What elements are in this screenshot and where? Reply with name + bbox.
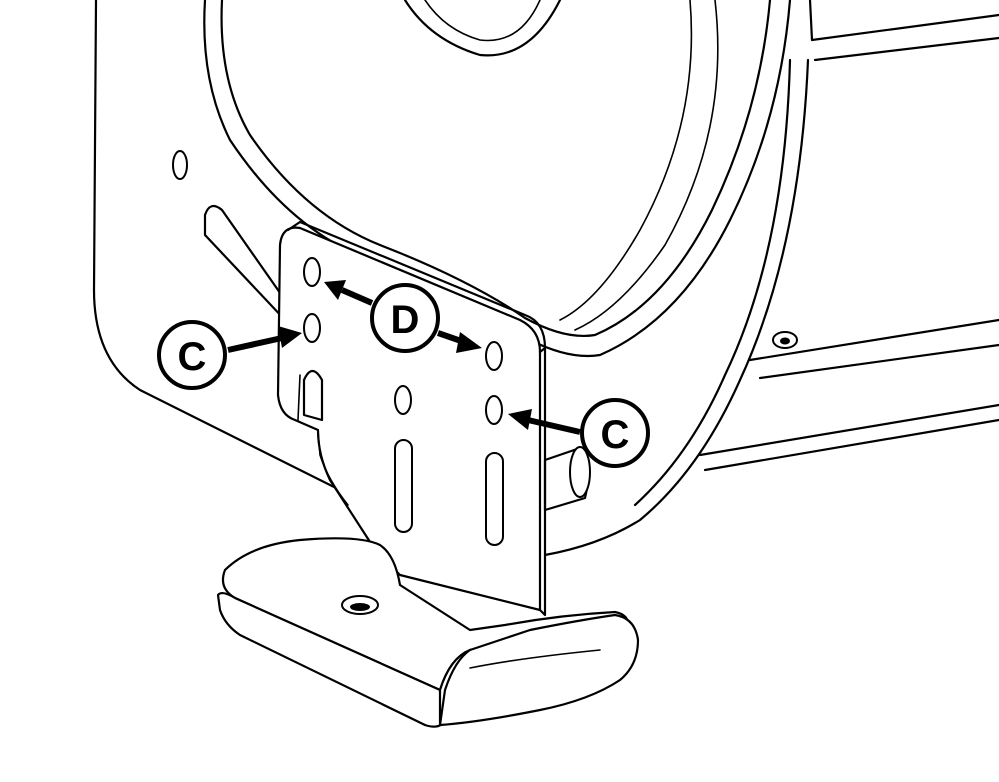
arrow-c-right (527, 417, 581, 435)
callout-d-label: D (391, 298, 420, 342)
bracket-foot (216, 537, 640, 728)
callout-c-left-label: C (178, 335, 207, 379)
arrows (227, 280, 581, 435)
foot-right-pad (438, 613, 640, 727)
end-plate (203, 0, 810, 557)
arrow-d-left (340, 287, 374, 306)
callout-c-right-label: C (601, 413, 630, 457)
bracket-hole-d-right (485, 341, 503, 371)
housing (92, 0, 999, 522)
callout-d: D (370, 283, 440, 353)
bracket-slot-right (485, 452, 504, 546)
bracket-hole-d-left (303, 257, 321, 287)
bracket-hole-c-right (485, 395, 503, 425)
callout-c-left: C (157, 320, 227, 390)
bracket-slot-left-upper (302, 369, 324, 422)
arrow-c-left (227, 335, 283, 353)
panel-slot (203, 204, 287, 322)
mounting-bracket (276, 220, 547, 617)
bracket-hole-c-left (303, 313, 321, 343)
callout-c-right: C (580, 398, 650, 468)
bracket-slot-mid (394, 439, 413, 533)
panel-hole-upper (172, 150, 188, 180)
bracket-hole-mid (394, 385, 412, 415)
